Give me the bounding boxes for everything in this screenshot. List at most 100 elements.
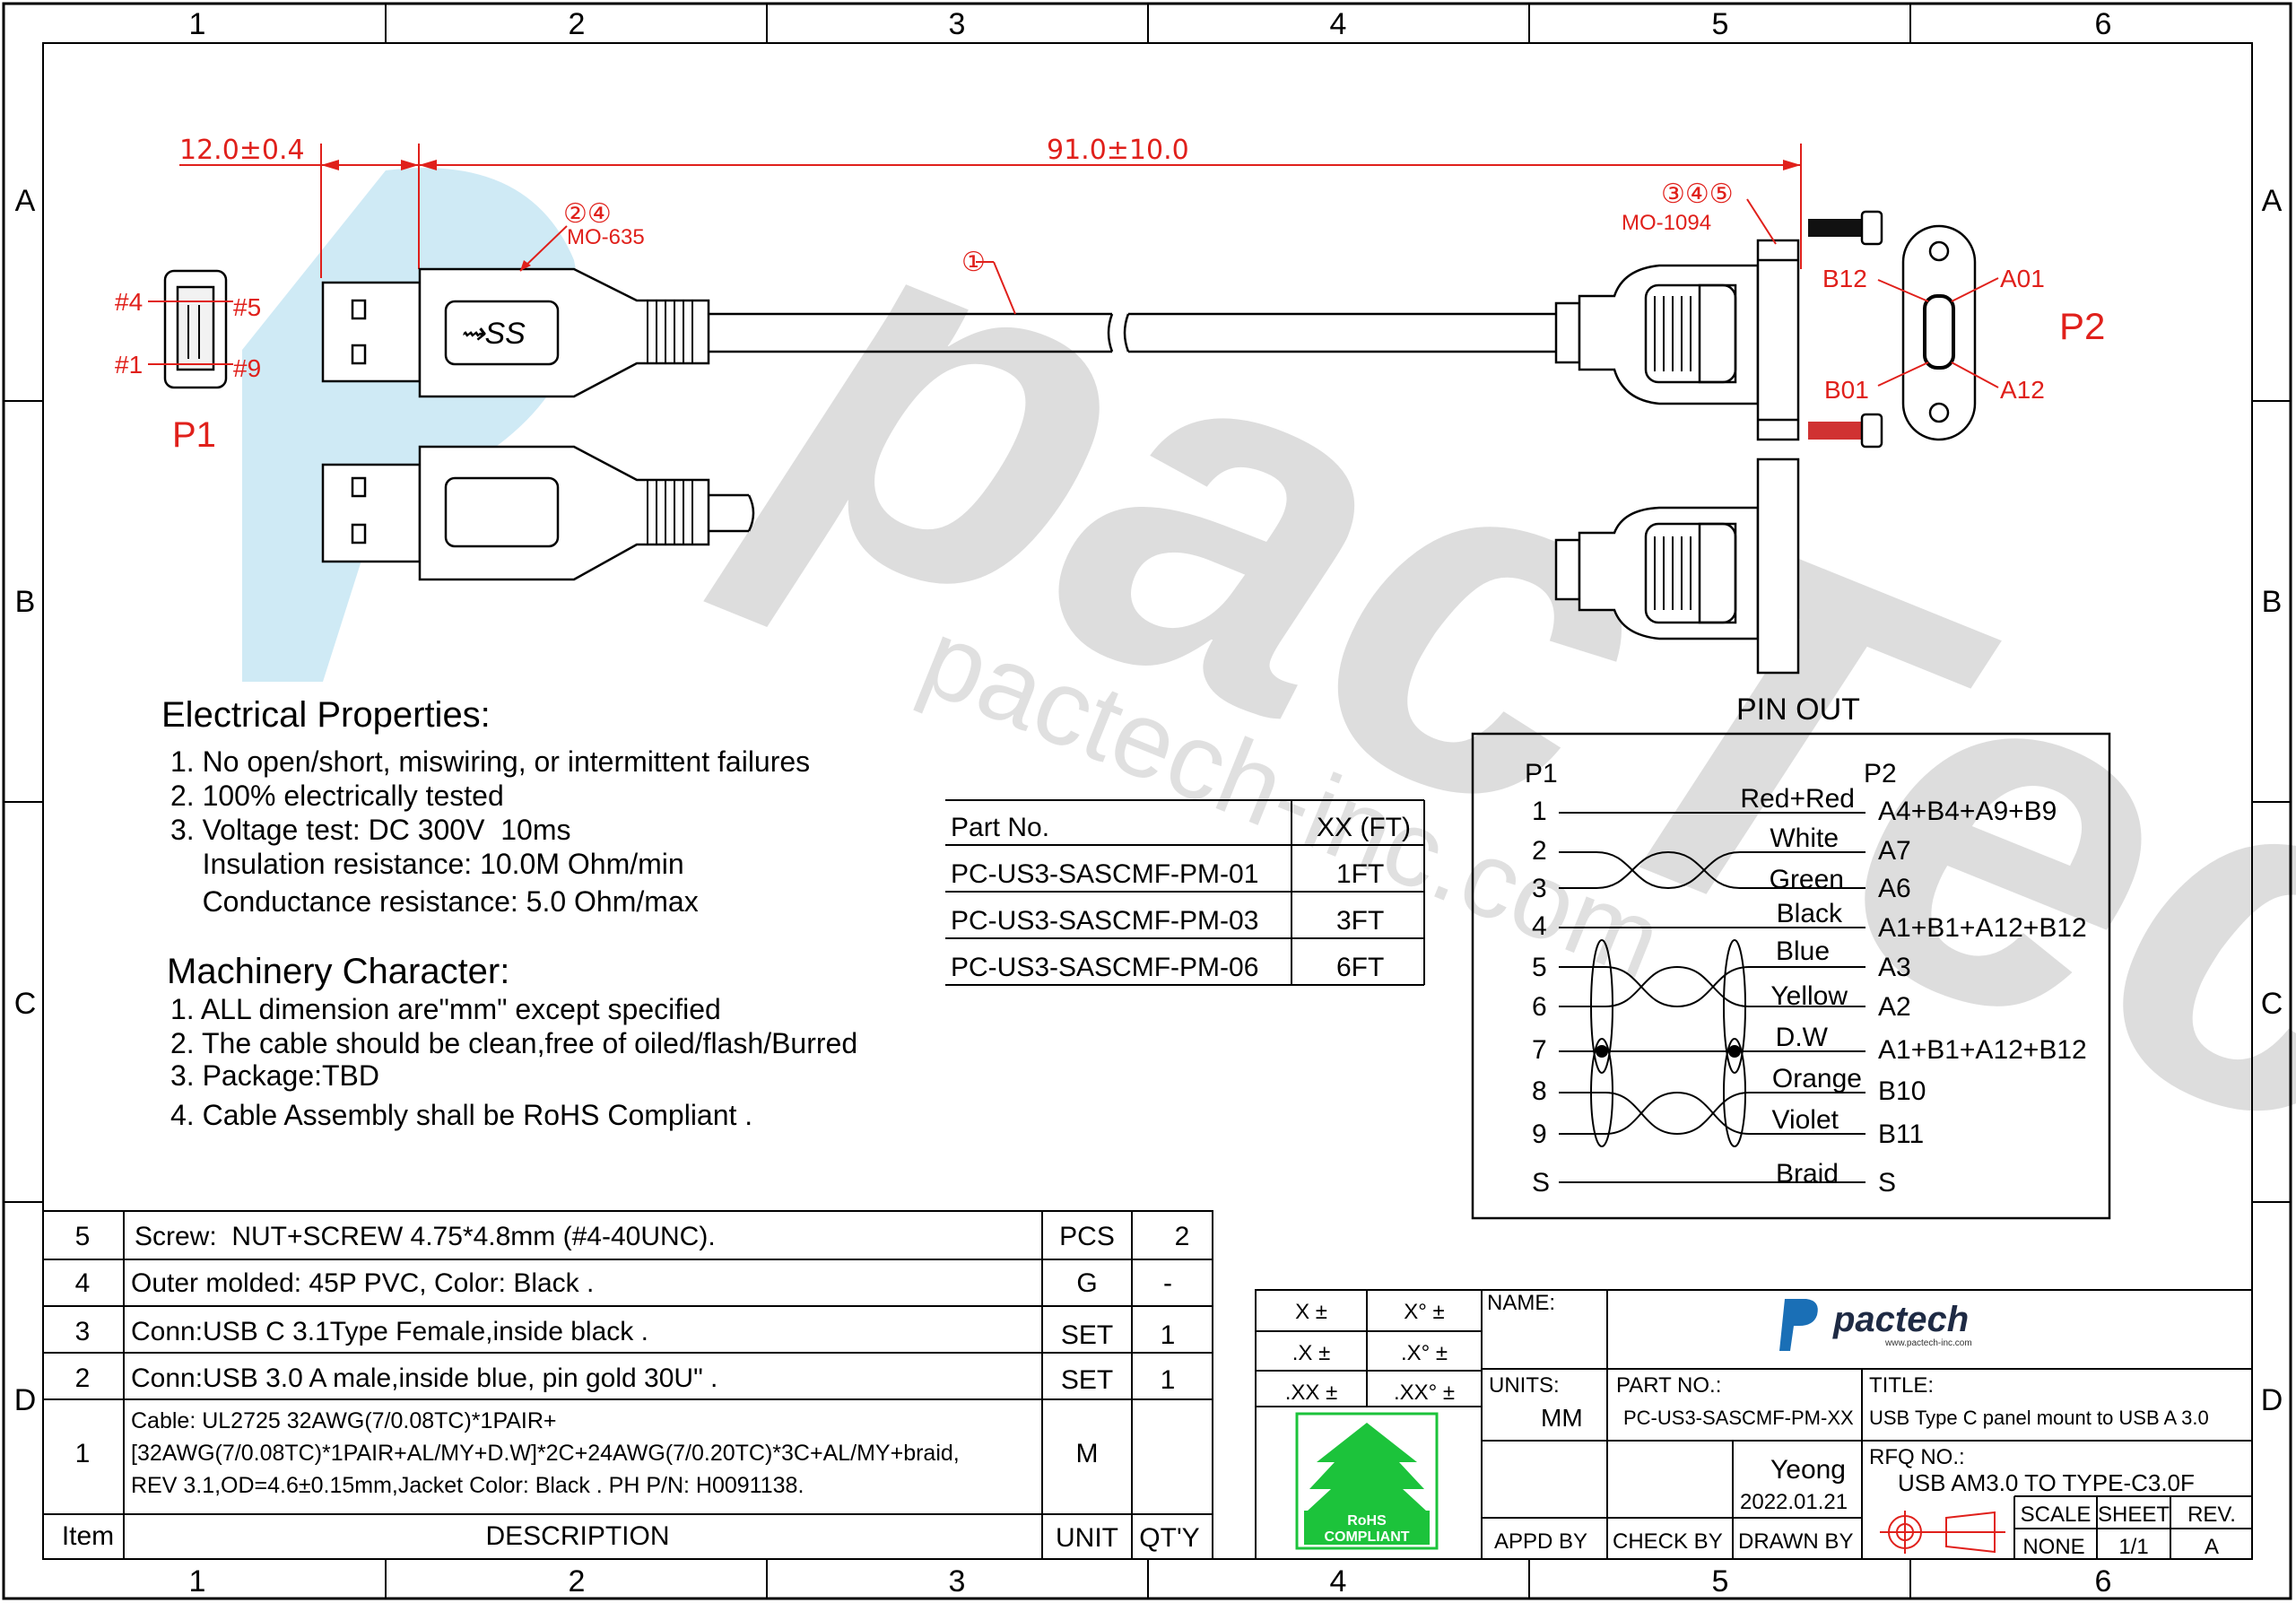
p2-pin-b12: B12 (1822, 265, 1867, 292)
bom-row-3-desc: Conn:USB C 3.1Type Female,inside black . (131, 1317, 648, 1346)
part-table-row-1-part: PC-US3-SASCMF-PM-01 (951, 859, 1258, 889)
bom-row-4-desc: Outer molded: 45P PVC, Color: Black . (131, 1268, 594, 1298)
p1-pin-4: #4 (115, 288, 143, 316)
scale-label: SCALE (2021, 1503, 2092, 1527)
bom-header-qty: QT'Y (1139, 1523, 1199, 1553)
drawn-by-label: DRAWN BY (1738, 1529, 1853, 1554)
electrical-line-5: Conductance resistance: 5.0 Ohm/max (170, 885, 699, 918)
tolerance-dot-x-angular: .X° ± (1401, 1341, 1448, 1365)
rohs-badge-subtext: COMPLIANT (1324, 1529, 1409, 1545)
watermark-logo-shape (242, 168, 578, 683)
pinout-p2-header: P2 (1864, 759, 1897, 788)
part-no-value: PC-US3-SASCMF-PM-XX (1623, 1407, 1854, 1429)
zone-col-6-bottom: 6 (2095, 1564, 2112, 1599)
electrical-properties-title: Electrical Properties: (161, 695, 491, 735)
zone-col-5-top: 5 (1712, 7, 1729, 41)
pinout-wire-1: Red+Red (1740, 784, 1855, 814)
pinout-p2-pin-3: A6 (1878, 874, 1911, 903)
zone-row-d-right: D (2261, 1383, 2283, 1417)
bom-row-4-qty: - (1163, 1268, 1172, 1298)
bom-row-1-desc-line-3: REV 3.1,OD=4.6±0.15mm,Jacket Color: Blac… (131, 1473, 804, 1498)
cable-item-callout: ① (961, 248, 986, 277)
title-value: USB Type C panel mount to USB A 3.0 (1869, 1407, 2209, 1429)
pinout-title: PIN OUT (1736, 693, 1860, 727)
rev-value: A (2205, 1535, 2219, 1559)
units-label: UNITS: (1489, 1373, 1560, 1398)
p2-label: P2 (2059, 305, 2105, 347)
bom-row-1-item: 1 (75, 1439, 91, 1468)
pinout-wire-4: Black (1777, 899, 1843, 928)
rohs-badge-text: RoHS (1347, 1513, 1387, 1529)
p2-face-view (1877, 224, 1999, 441)
part-table-row-1-length: 1FT (1336, 859, 1384, 889)
pinout-box (1471, 732, 2111, 1220)
usb-a-connector-top (321, 267, 1556, 398)
zone-row-a-left: A (15, 184, 36, 218)
bom-row-5-qty: 2 (1175, 1222, 1190, 1251)
usb-a-mold-callout: MO-635 (567, 225, 645, 249)
scale-value: NONE (2022, 1535, 2084, 1559)
pinout-p2-pin-8: B10 (1878, 1076, 1926, 1106)
sheet-value: 1/1 (2118, 1535, 2148, 1559)
bom-row-4-unit: G (1076, 1268, 1097, 1298)
pinout-p1-header: P1 (1525, 759, 1558, 788)
tolerance-dot-xx-angular: .XX° ± (1394, 1381, 1455, 1405)
pactech-logo-text: pactech (1832, 1300, 1969, 1339)
screw-icon (1808, 210, 1883, 449)
pinout-p2-pin-4: A1+B1+A12+B12 (1878, 913, 2087, 943)
bom-row-1-unit: M (1076, 1439, 1099, 1468)
dimension-lines (179, 144, 1802, 278)
pinout-p1-pin-6: 6 (1532, 992, 1547, 1022)
bom-row-4-item: 4 (75, 1268, 91, 1298)
typec-mold-callout: MO-1094 (1622, 211, 1711, 235)
usb-logo-icon: ⇝SS (459, 317, 526, 351)
pinout-wire-5: Blue (1776, 937, 1830, 966)
electrical-line-2: 2. 100% electrically tested (170, 780, 504, 812)
bom-row-2-unit: SET (1061, 1365, 1113, 1395)
bom-header-unit: UNIT (1056, 1523, 1118, 1553)
zone-col-5-bottom: 5 (1712, 1564, 1729, 1599)
tolerance-dot-xx-linear: .XX ± (1285, 1381, 1338, 1405)
machinery-line-3: 3. Package:TBD (170, 1059, 379, 1092)
rev-label: REV. (2187, 1503, 2236, 1527)
pinout-p2-pin-6: A2 (1878, 992, 1911, 1022)
bom-row-3-item: 3 (75, 1317, 91, 1346)
pinout-p1-pin-1: 1 (1532, 797, 1547, 826)
zone-col-3-top: 3 (949, 7, 966, 41)
pinout-p1-pin-5: 5 (1532, 953, 1547, 982)
bom-row-2-item: 2 (75, 1363, 91, 1393)
bom-row-5-desc: Screw: NUT+SCREW 4.75*4.8mm (#4-40UNC). (135, 1222, 716, 1251)
pinout-wire-6: Yellow (1770, 981, 1848, 1011)
tolerance-x-angular: X° ± (1404, 1300, 1444, 1324)
pinout-wire-2: White (1770, 823, 1839, 853)
typec-item-callout: ③④⑤ (1661, 179, 1734, 209)
machinery-line-4: 4. Cable Assembly shall be RoHS Complian… (170, 1099, 752, 1131)
pinout-wire-8: Orange (1772, 1064, 1862, 1093)
pinout-p2-pin-1: A4+B4+A9+B9 (1878, 797, 2057, 826)
title-label: TITLE: (1869, 1373, 1934, 1398)
drawn-by-date: 2022.01.21 (1740, 1490, 1848, 1514)
typec-panel-mount-top (1554, 239, 1800, 441)
zone-col-1-bottom: 1 (189, 1564, 206, 1599)
rohs-compliant-badge: RoHS COMPLIANT (1295, 1412, 1439, 1550)
rfq-label: RFQ NO.: (1869, 1445, 1965, 1469)
units-value: MM (1541, 1404, 1583, 1432)
part-table-row-2-length: 3FT (1336, 906, 1384, 936)
part-table-row-3-length: 6FT (1336, 953, 1384, 982)
bom-row-5-unit: PCS (1059, 1222, 1115, 1251)
part-table-header-part-no: Part No. (951, 813, 1049, 842)
pinout-wire-9: Violet (1771, 1105, 1839, 1135)
p1-pin-1: #1 (115, 351, 143, 379)
machinery-line-1: 1. ALL dimension are"mm" except specifie… (170, 993, 721, 1025)
pinout-p1-pin-s: S (1532, 1168, 1550, 1198)
pinout-wires (1559, 812, 1866, 1183)
electrical-line-4: Insulation resistance: 10.0M Ohm/min (170, 848, 684, 880)
pinout-p1-pin-9: 9 (1532, 1119, 1547, 1149)
appd-by-label: APPD BY (1494, 1529, 1587, 1554)
sheet-label: SHEET (2098, 1503, 2170, 1527)
zone-row-a-right: A (2262, 184, 2283, 218)
cable-length-dimension: 91.0±10.0 (1047, 135, 1189, 166)
pinout-p1-pin-3: 3 (1532, 874, 1547, 903)
bom-row-1-desc-line-2: [32AWG(7/0.08TC)*1PAIR+AL/MY+D.W]*2C+24A… (131, 1441, 960, 1466)
